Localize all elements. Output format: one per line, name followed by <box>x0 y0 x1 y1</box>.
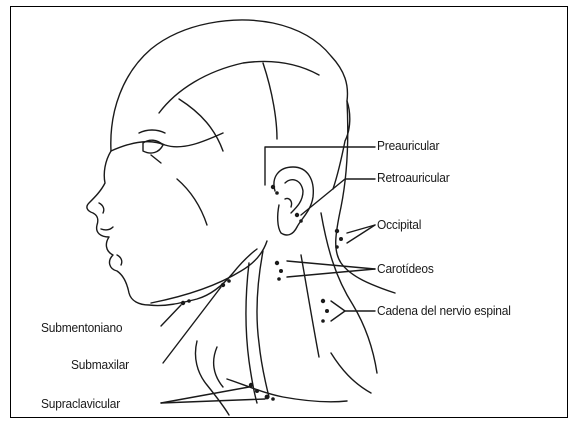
eye-lash <box>151 155 161 163</box>
leader-cadena-lower <box>331 311 345 321</box>
leader-lines <box>161 147 375 403</box>
lymph-node-markers <box>181 185 343 401</box>
label-submentoniano: Submentoniano <box>41 320 122 335</box>
label-submaxilar: Submaxilar <box>71 357 129 372</box>
eye-brow <box>139 130 165 133</box>
mouth-line <box>101 227 113 230</box>
hair-inner-strand <box>179 99 223 151</box>
neck-back <box>321 213 377 373</box>
label-preauricular: Preauricular <box>377 138 439 153</box>
leader-submentoniano <box>161 305 181 326</box>
collar-left-inner <box>214 347 223 387</box>
hair-inner-strand-2 <box>263 63 277 139</box>
cheek-line <box>177 179 207 225</box>
neck-muscle-line-2 <box>301 255 319 357</box>
leader-occipital-upper <box>347 225 375 233</box>
neck-front <box>257 251 269 397</box>
label-cadena-del-nervio-espinal: Cadena del nervio espinal <box>377 303 511 318</box>
shoulder-line <box>227 379 347 402</box>
nostril <box>99 203 104 213</box>
hairline-front <box>111 133 223 151</box>
hair-parting-line <box>159 62 319 114</box>
collar-right <box>331 353 371 393</box>
leader-carotideos-upper <box>287 261 375 269</box>
ear-outer <box>274 167 313 235</box>
neck-muscle-line <box>246 263 257 403</box>
ear-inner <box>285 180 303 213</box>
collar-left <box>195 341 229 415</box>
hair-outline <box>111 20 350 189</box>
leader-carotideos-lower <box>287 269 375 277</box>
chin-crease <box>117 255 122 265</box>
label-carotideos: Carotídeos <box>377 261 434 276</box>
diagram-frame: Preauricular Retroauricular Occipital Ca… <box>10 6 568 418</box>
label-occipital: Occipital <box>377 217 421 232</box>
label-supraclavicular: Supraclavicular <box>41 396 120 411</box>
ear-canal <box>285 198 292 207</box>
label-retroauricular: Retroauricular <box>377 170 450 185</box>
leader-occipital-lower <box>347 225 375 243</box>
